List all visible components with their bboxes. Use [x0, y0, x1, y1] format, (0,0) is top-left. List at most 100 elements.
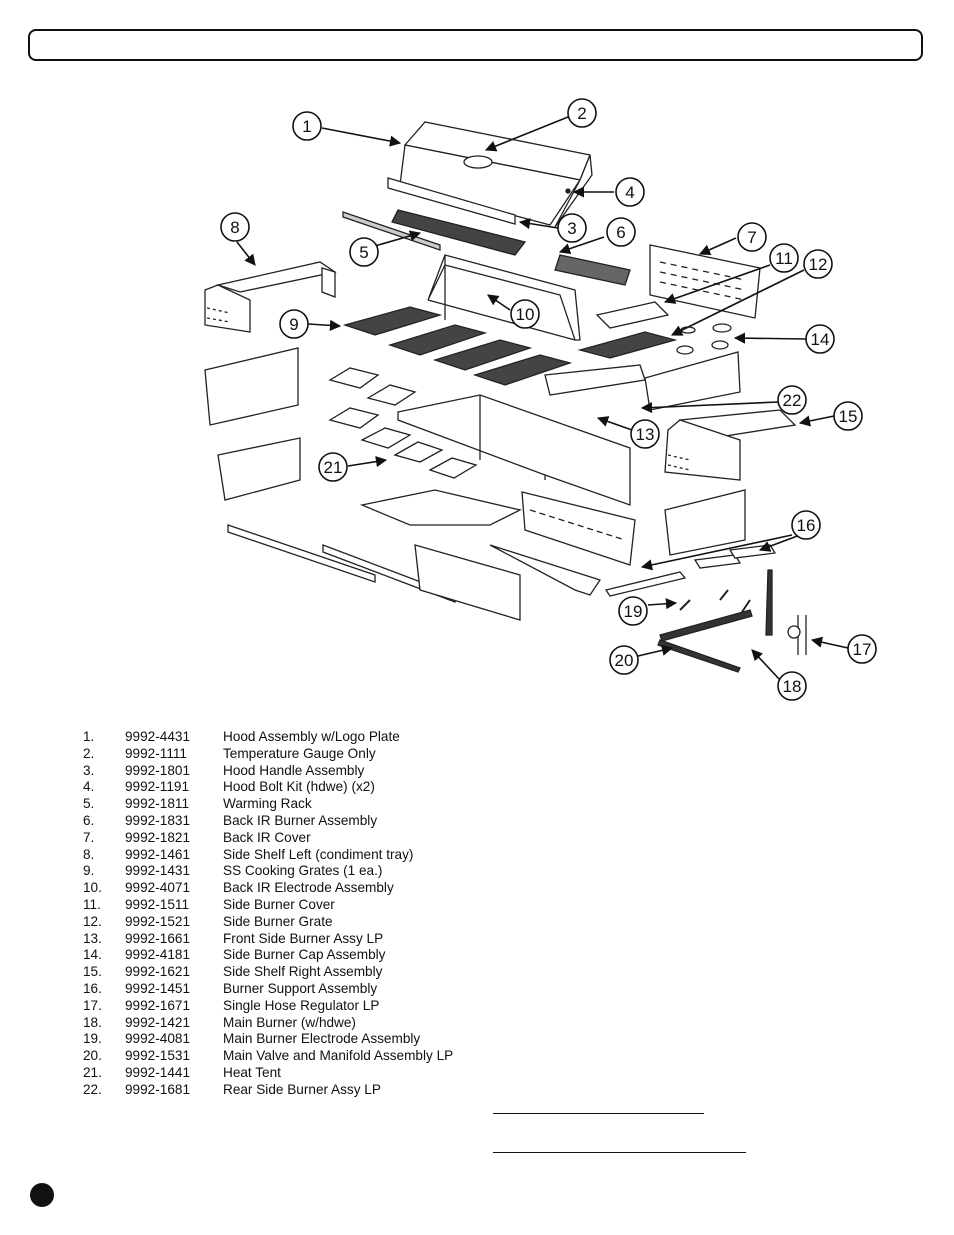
part-code: 9992-1681 — [125, 1081, 191, 1097]
leader-arrows — [236, 116, 849, 681]
cooking-grates-drawing — [342, 306, 573, 386]
callout-number: 1 — [302, 117, 311, 136]
header-banner — [28, 29, 923, 61]
callout-3: 3 — [557, 213, 587, 243]
part-number-index: 13. — [83, 930, 102, 946]
part-description: Single Hose Regulator LP — [223, 997, 380, 1013]
callout-number: 22 — [783, 391, 802, 410]
callout-8: 8 — [220, 212, 250, 242]
callout-number: 16 — [797, 516, 816, 535]
part-number-index: 16. — [83, 980, 102, 996]
callout-number: 20 — [615, 651, 634, 670]
part-code: 9992-4431 — [125, 729, 191, 744]
callout-number: 2 — [577, 104, 586, 123]
callout-22: 22 — [777, 385, 807, 415]
callout-number: 14 — [811, 330, 830, 349]
part-number-index: 10. — [83, 880, 102, 896]
bottom-tray-drawing — [359, 489, 522, 526]
part-code: 9992-1671 — [125, 997, 191, 1013]
callout-circle — [618, 596, 648, 626]
part-number-index: 18. — [83, 1014, 102, 1030]
callout-circle — [606, 217, 636, 247]
callout-number: 3 — [567, 219, 576, 238]
part-code: 9992-1831 — [125, 812, 191, 828]
callout-11: 11 — [769, 243, 799, 273]
part-code: 9992-1661 — [125, 930, 191, 946]
part-code: 9992-1521 — [125, 913, 191, 929]
callout-circle — [737, 222, 767, 252]
callout-number: 6 — [616, 223, 625, 242]
part-number-index: 6. — [83, 812, 95, 828]
callout-number: 13 — [636, 425, 655, 444]
part-code: 9992-1191 — [125, 779, 189, 795]
page-marker-dot — [30, 1183, 54, 1207]
callout-number: 17 — [853, 640, 872, 659]
part-code: 9992-1621 — [125, 964, 191, 980]
callout-circle — [777, 385, 807, 415]
blank-line-one — [493, 1113, 704, 1114]
callout-circle — [803, 249, 833, 279]
callout-6: 6 — [606, 217, 636, 247]
callout-number: 12 — [809, 255, 828, 274]
callout-circle — [630, 419, 660, 449]
callout-17: 17 — [847, 634, 877, 664]
callout-number: 5 — [359, 243, 368, 262]
callout-circle — [805, 324, 835, 354]
part-code: 9992-1511 — [125, 896, 189, 912]
right-lower-panel-drawing — [664, 489, 746, 556]
callout-20: 20 — [609, 645, 639, 675]
callout-15: 15 — [833, 401, 863, 431]
part-code: 9992-1811 — [125, 796, 189, 812]
part-code: 9992-1821 — [125, 829, 191, 845]
part-description: SS Cooking Grates (1 ea.) — [223, 863, 383, 879]
callout-circle — [557, 213, 587, 243]
part-number-index: 17. — [83, 997, 102, 1013]
part-number-index: 4. — [83, 779, 95, 795]
part-number-index: 14. — [83, 947, 102, 963]
part-description: Main Burner Electrode Assembly — [223, 1031, 421, 1047]
callout-number: 7 — [747, 228, 756, 247]
part-description: Burner Support Assembly — [223, 980, 378, 996]
part-description: Back IR Cover — [223, 829, 311, 845]
callout-circle — [791, 510, 821, 540]
callout-circle — [220, 212, 250, 242]
callout-number: 21 — [324, 458, 343, 477]
warming-rack-drawing — [391, 209, 527, 256]
manifold-drawing — [657, 589, 753, 673]
part-description: Side Shelf Left (condiment tray) — [223, 846, 414, 862]
callout-number: 19 — [624, 602, 643, 621]
part-code: 9992-1461 — [125, 846, 191, 862]
part-description: Warming Rack — [223, 796, 312, 812]
part-number-index: 20. — [83, 1048, 102, 1064]
part-number-index: 5. — [83, 796, 95, 812]
side-burner-housing-drawing — [544, 364, 646, 396]
callout-circle — [777, 671, 807, 701]
part-description: Temperature Gauge Only — [223, 745, 376, 761]
side-shelf-right-drawing — [664, 409, 797, 481]
callout-19: 19 — [618, 596, 648, 626]
side-burner-cap-drawing — [676, 345, 694, 355]
callout-circle — [769, 243, 799, 273]
part-description: Back IR Burner Assembly — [223, 812, 378, 828]
back-ir-cover-drawing — [649, 244, 761, 319]
bottom-rail-drawing — [227, 524, 376, 583]
part-number-index: 19. — [83, 1031, 102, 1047]
part-code: 9992-4081 — [125, 1031, 191, 1047]
callout-circle — [318, 452, 348, 482]
part-code: 9992-1111 — [125, 745, 187, 761]
part-code: 9992-1531 — [125, 1048, 191, 1064]
side-burner-cover-drawing — [595, 301, 670, 329]
part-description: Hood Handle Assembly — [223, 762, 365, 778]
heat-tents-drawing — [328, 367, 478, 479]
part-number-index: 11. — [83, 896, 101, 912]
left-lower-panel-drawing — [217, 437, 301, 501]
part-description: Main Valve and Manifold Assembly LP — [223, 1048, 454, 1064]
callout-16: 16 — [791, 510, 821, 540]
part-description: Hood Bolt Kit (hdwe) (x2) — [223, 779, 375, 795]
callout-circle — [615, 177, 645, 207]
part-code: 9992-1421 — [125, 1014, 191, 1030]
part-description: Side Burner Cover — [223, 896, 335, 912]
callout-circle — [567, 98, 597, 128]
firebox-drawing — [427, 254, 581, 341]
